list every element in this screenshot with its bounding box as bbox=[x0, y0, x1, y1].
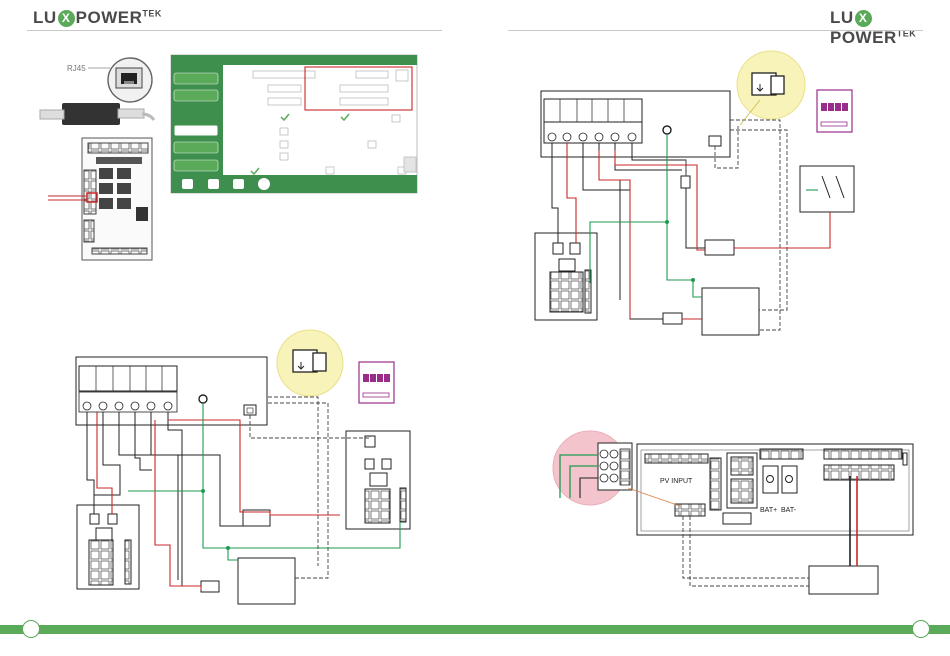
page-marker-left bbox=[22, 620, 40, 638]
rj45-coupler bbox=[62, 103, 120, 125]
cable-plug-right bbox=[118, 109, 144, 118]
app-tab-selected bbox=[174, 125, 218, 136]
page-marker-right bbox=[912, 620, 930, 638]
inverter-diagram-bottom-right: PV INPUT BAT+ BAT- bbox=[553, 431, 913, 594]
rj45-label: RJ45 bbox=[67, 64, 86, 73]
bat-minus-label: BAT- bbox=[781, 507, 797, 514]
wiring-diagram-bottom-left bbox=[76, 330, 410, 604]
app-settings-screen bbox=[171, 55, 417, 193]
bat-plus-label: BAT+ bbox=[760, 507, 777, 514]
wiring-diagram-top-right bbox=[535, 51, 854, 335]
footer-band bbox=[0, 625, 950, 634]
cable-plug-left bbox=[40, 110, 64, 119]
comm-board-figure bbox=[48, 138, 152, 260]
pv-input-label: PV INPUT bbox=[660, 478, 693, 485]
rj45-connector-figure: RJ45 bbox=[40, 58, 154, 125]
